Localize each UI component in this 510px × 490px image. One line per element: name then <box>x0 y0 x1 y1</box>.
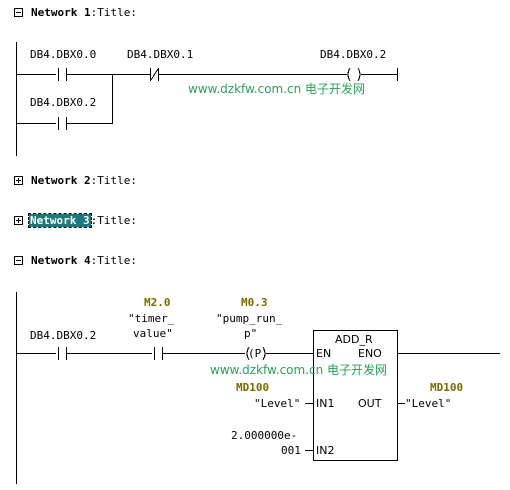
network-label-selected[interactable]: Network 3 <box>28 213 92 228</box>
expand-icon[interactable] <box>14 216 23 225</box>
network-title[interactable]: Title: <box>97 6 137 19</box>
contact-label: DB4.DBX0.2 <box>30 96 97 109</box>
watermark: www.dzkfw.com.cn 电子开发网 <box>210 363 388 377</box>
collapse-icon[interactable] <box>14 8 23 17</box>
out-operand: MD100 <box>430 381 464 394</box>
add-r-block[interactable] <box>313 330 398 461</box>
coil-symbol: p" <box>244 327 258 340</box>
network-colon: : <box>90 6 98 19</box>
network-3-header[interactable]: Network 3:Title: <box>14 213 214 228</box>
network-title[interactable]: Title: <box>97 174 137 187</box>
pin-in1: IN1 <box>316 397 335 410</box>
in2-value: 001 <box>281 444 301 457</box>
contact-operand: M2.0 <box>144 296 171 309</box>
network-colon: : <box>90 254 98 267</box>
collapse-icon[interactable] <box>14 256 23 265</box>
contact-symbol: "timer_ <box>128 312 175 325</box>
block-name: ADD_R <box>335 333 373 346</box>
pin-en: EN <box>316 347 332 360</box>
network-number: 2 <box>83 174 91 187</box>
network-number: 1 <box>83 6 91 19</box>
network-label: Network <box>31 174 78 187</box>
network-label: Network <box>31 6 78 19</box>
coil-symbol: "pump_run_ <box>216 312 283 325</box>
contact-label: DB4.DBX0.2 <box>30 329 97 342</box>
pin-out: OUT <box>358 397 382 410</box>
contact-label: DB4.DBX0.1 <box>127 48 194 61</box>
network-2-header[interactable]: Network 2:Title: <box>14 174 214 188</box>
network-4-header[interactable]: Network 4:Title: <box>14 254 214 268</box>
network-label: Network <box>31 254 78 267</box>
coil-operand: M0.3 <box>241 296 268 309</box>
coil-label: DB4.DBX0.2 <box>320 48 387 61</box>
in1-symbol: "Level" <box>254 397 301 410</box>
network-number: 4 <box>83 254 91 267</box>
expand-icon[interactable] <box>14 176 23 185</box>
watermark: www.dzkfw.com.cn 电子开发网 <box>188 82 366 96</box>
in1-operand: MD100 <box>236 381 270 394</box>
in2-value: 2.000000e- <box>231 429 298 442</box>
network-title[interactable]: Title: <box>97 254 137 267</box>
network-colon: : <box>90 174 98 187</box>
network-title[interactable]: Title: <box>97 214 137 227</box>
network-colon: : <box>90 214 98 227</box>
network-1-header[interactable]: Network 1:Title: <box>14 6 214 20</box>
contact-label: DB4.DBX0.0 <box>30 48 97 61</box>
pin-eno: ENO <box>358 347 382 360</box>
out-symbol: "Level" <box>405 397 452 410</box>
p-coil[interactable]: (P) <box>248 347 268 360</box>
pin-in2: IN2 <box>316 444 335 457</box>
contact-symbol: value" <box>133 327 173 340</box>
